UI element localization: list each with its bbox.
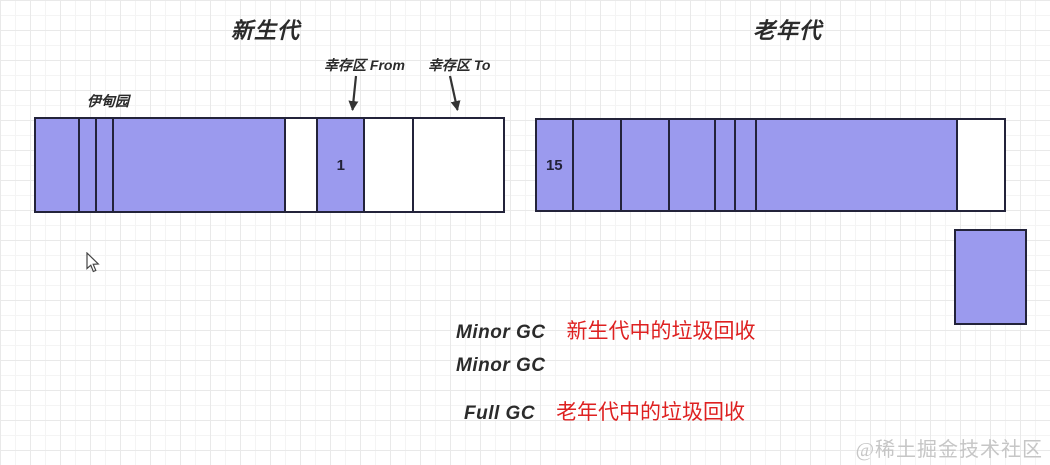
eden-free-space	[284, 119, 317, 211]
promoted-object-block	[954, 229, 1027, 325]
survivor-to-arrow	[448, 75, 461, 111]
eden-slot-3	[94, 119, 113, 211]
eden-slot-2	[78, 119, 95, 211]
watermark: @稀土掘金技术社区	[855, 439, 1043, 461]
eden-label: 伊甸园	[87, 93, 129, 109]
survivor-to-label: 幸存区 To	[428, 57, 491, 73]
eden-slot-1	[36, 119, 79, 211]
eden-slot-4	[112, 119, 285, 211]
old-gen-title: 老年代	[753, 18, 823, 43]
old-free-space	[955, 120, 1005, 210]
old-slot-6	[734, 120, 755, 210]
old-slot-3	[619, 120, 668, 210]
survivor-from-label: 幸存区 From	[324, 57, 405, 73]
gc-row-2: Minor GC	[456, 355, 567, 377]
annotation-arrows	[348, 75, 461, 111]
young-gen-bar: 1	[34, 117, 505, 213]
old-slot-2	[571, 120, 620, 210]
old-slot-1-age-label: 15	[545, 156, 563, 174]
gc-row-3: Full GC 老年代中的垃圾回收	[464, 396, 745, 426]
old-gen-bar: 15	[535, 118, 1006, 212]
minor-gc-label-2: Minor GC	[456, 355, 546, 376]
minor-gc-label-1: Minor GC	[456, 322, 546, 343]
survivor-from-region: 1	[316, 119, 364, 211]
full-gc-label: Full GC	[464, 403, 536, 424]
old-slot-4	[667, 120, 715, 210]
survivor-from-region-age-label: 1	[336, 156, 345, 174]
survivor-from-arrow	[348, 75, 359, 111]
old-slot-5	[714, 120, 735, 210]
survivor-to-region	[411, 119, 503, 211]
mouse-cursor-icon	[86, 252, 100, 273]
old-slot-7	[754, 120, 956, 210]
minor-gc-note: 新生代中的垃圾回收	[566, 319, 756, 343]
survivor-from-free	[363, 119, 412, 211]
young-gen-title: 新生代	[231, 18, 301, 43]
gc-row-1: Minor GC 新生代中的垃圾回收	[456, 315, 756, 345]
old-slot-1: 15	[537, 120, 572, 210]
full-gc-note: 老年代中的垃圾回收	[556, 400, 746, 424]
